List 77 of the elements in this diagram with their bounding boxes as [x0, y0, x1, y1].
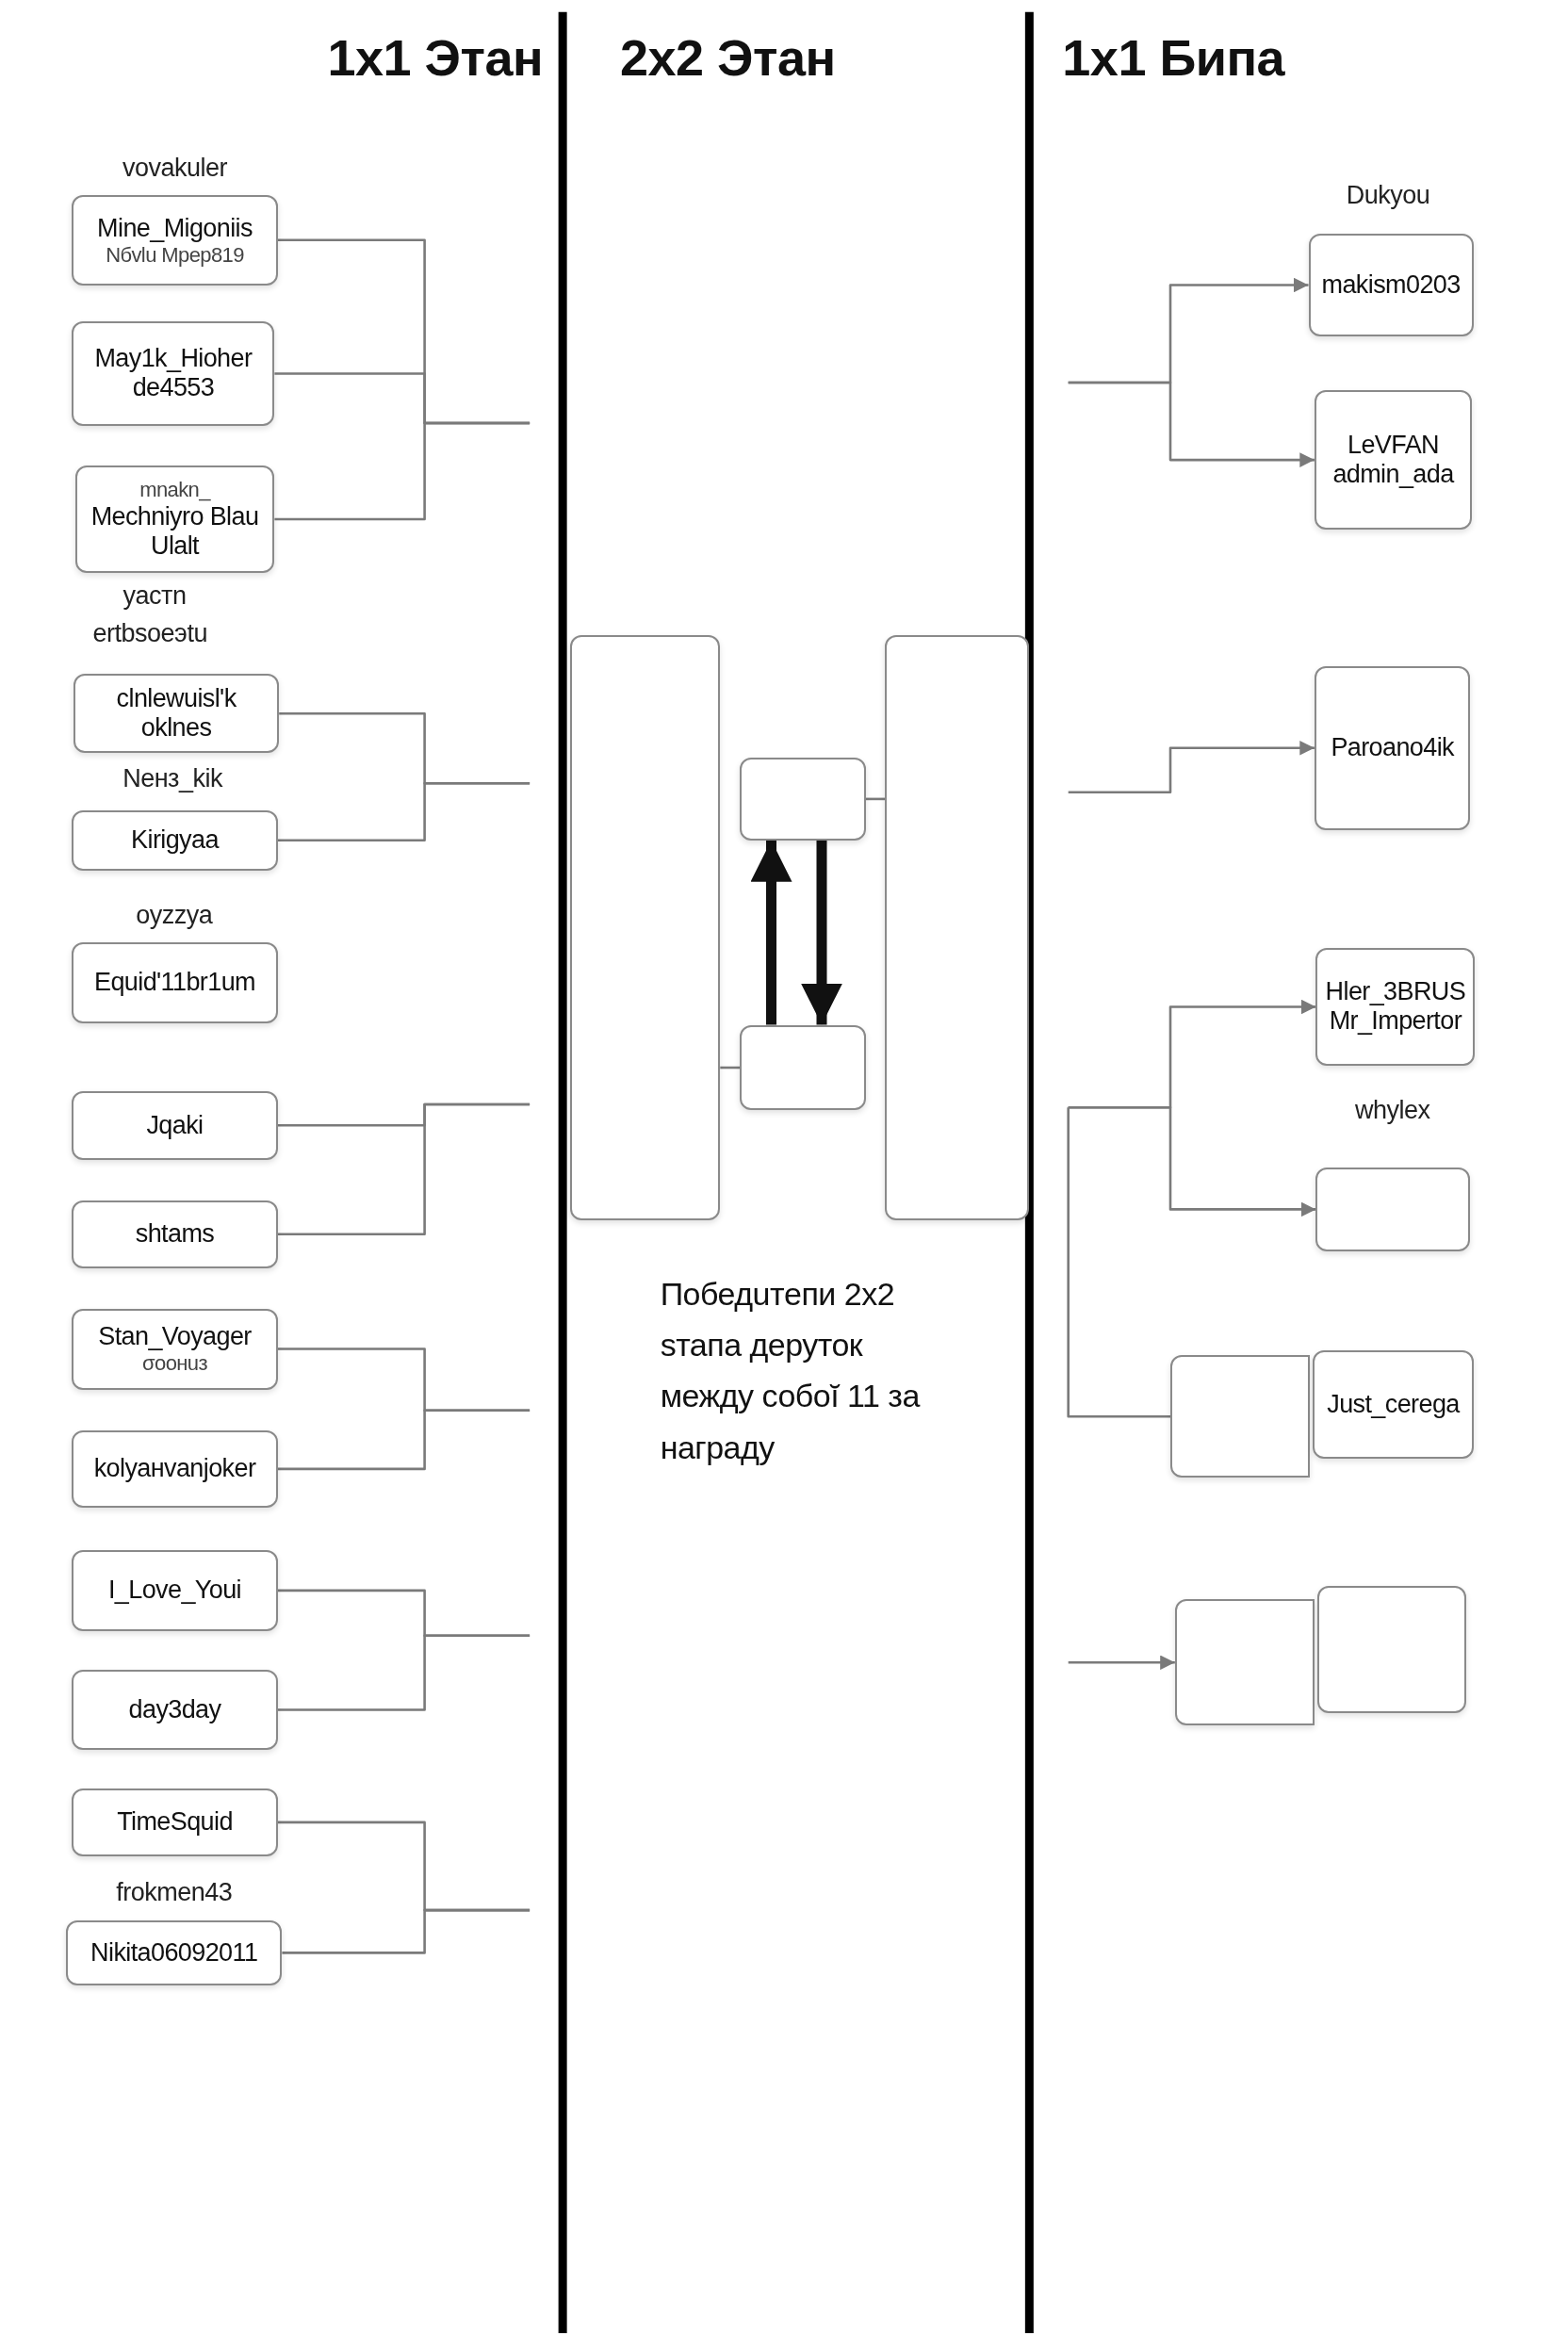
player-name: yacтn — [122, 580, 187, 611]
arrow — [750, 840, 792, 1025]
player-box — [72, 809, 278, 871]
player-box — [72, 942, 278, 1023]
bracket-line — [277, 1634, 531, 1711]
bracket-line — [277, 1409, 531, 1471]
player-box — [1315, 948, 1476, 1066]
player-name: Just_cerega — [1327, 1389, 1460, 1419]
player-box — [72, 1090, 278, 1160]
empty-box — [1170, 1354, 1311, 1478]
player-name: Equid'11br1um — [94, 968, 255, 998]
player-box — [74, 673, 280, 754]
empty-box — [885, 634, 1030, 1220]
note-text: Победuтeпи 2x2 sтапа деруток между собоĭ 11 за награду — [660, 1274, 922, 1467]
player-box — [1314, 390, 1473, 531]
player-name: vovakuler — [122, 153, 228, 183]
player-name: Nikita06092011 — [90, 1937, 258, 1968]
bracket-line — [1067, 1107, 1170, 1418]
player-name: Jqaki — [146, 1110, 204, 1140]
column-heading: 1x1 Этан — [327, 27, 544, 87]
empty-box — [570, 634, 721, 1220]
player-name: Dukyou — [1346, 180, 1430, 210]
bracket-line — [865, 797, 886, 801]
player-name: mnakn_ — [139, 478, 210, 502]
player-name: Mine_Migoniis — [97, 213, 253, 243]
player-name: TimeSquid — [117, 1807, 233, 1838]
bracket-line — [282, 1908, 531, 1954]
player-name: LeVFAN — [1348, 431, 1439, 461]
bracket-line — [277, 1102, 531, 1235]
player-name: I_Love_Youi — [107, 1576, 241, 1606]
player-name: oyzzya — [136, 900, 213, 930]
player-name: whylex — [1354, 1095, 1430, 1125]
player-name: clnlewuisl'k oklnes — [115, 684, 237, 743]
column-heading: 2x2 Этан — [619, 27, 836, 87]
player-box — [1308, 234, 1474, 336]
bracket-line — [720, 1066, 740, 1070]
player-name: Kirigyaa — [131, 825, 219, 856]
arrow — [801, 840, 842, 1025]
player-box — [72, 1549, 278, 1631]
arrow — [1068, 1655, 1175, 1671]
player-name: day3day — [128, 1694, 221, 1724]
player-name: σooнuз — [142, 1351, 207, 1376]
empty-box — [740, 758, 866, 841]
empty-box — [1174, 1599, 1315, 1726]
arrow — [1068, 381, 1315, 467]
player-name: Hler_3BRUS Mr_Impertor — [1324, 977, 1467, 1037]
player-box — [72, 320, 275, 427]
player-name: Mechniyro Blau Ulalt — [90, 501, 260, 561]
player-name: admin_ada — [1332, 460, 1454, 490]
player-name: frokmen43 — [116, 1877, 233, 1907]
empty-box — [1317, 1586, 1466, 1714]
player-box — [74, 465, 275, 574]
player-name: Stan_Voyager — [98, 1322, 252, 1352]
arrow — [1068, 1105, 1316, 1217]
player-name: ertbsoeэtu — [92, 618, 207, 648]
empty-box — [1315, 1167, 1471, 1251]
player-name: May1k_Hioher de4553 — [93, 344, 253, 403]
player-box — [1313, 1350, 1474, 1459]
player-box — [72, 1429, 278, 1509]
column-heading: 1x1 Бипа — [1062, 27, 1285, 87]
player-box — [72, 1308, 278, 1390]
bracket-line — [277, 781, 531, 841]
player-box — [72, 195, 278, 286]
player-name: Paroano4ik — [1331, 733, 1454, 763]
empty-box — [740, 1024, 866, 1111]
player-box — [72, 1670, 278, 1750]
bracket-line — [274, 421, 531, 521]
arrow — [1068, 741, 1315, 794]
player-box — [72, 1200, 278, 1268]
player-box — [66, 1920, 283, 1985]
player-name: shtams — [135, 1219, 215, 1250]
player-name: makism0203 — [1321, 270, 1461, 301]
player-box — [72, 1788, 278, 1856]
player-name: Nенз_kik — [122, 763, 222, 793]
player-box — [1314, 666, 1471, 830]
player-name: kolyaнvanjoker — [93, 1454, 256, 1484]
player-name: Nбvlu Mpep819 — [106, 242, 244, 267]
